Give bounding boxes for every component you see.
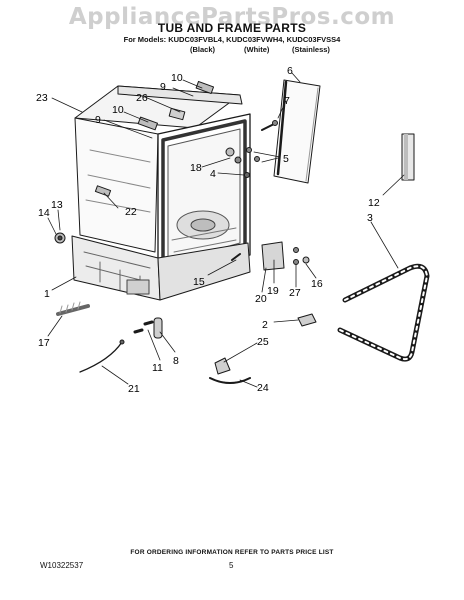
callout-21: 21 [128,383,140,395]
top-gasket-strip [273,79,321,184]
callout-2: 2 [262,319,268,331]
top-clip-right [195,80,215,94]
callout-12: 12 [368,197,380,209]
side-clip-22 [94,185,112,197]
callout-22: 22 [125,206,137,218]
tub-assembly [71,80,251,301]
callout-26: 26 [136,92,148,104]
callout-25: 25 [257,336,269,348]
callout-23: 23 [36,92,48,104]
callout-8: 8 [173,355,179,367]
tub-sump-inner [190,218,216,232]
ordering-note: FOR ORDERING INFORMATION REFER TO PARTS … [130,549,334,556]
callout-17: 17 [38,337,50,349]
callout-5: 5 [283,153,289,165]
page-number: 5 [229,561,234,570]
finish-stainless-label: (Stainless) [292,45,330,54]
callout-19: 19 [267,285,279,297]
leader-lines [47,72,405,388]
callout-13: 13 [51,199,63,211]
callout-11: 11 [152,362,163,374]
callout-10: 10 [171,72,183,84]
callout-24: 24 [257,382,269,394]
model-list: For Models: KUDC03FVBL4, KUDC03FVWH4, KU… [123,35,341,44]
callout-10: 10 [112,104,124,116]
base-leg-bracket [126,279,150,295]
callout-9: 9 [95,114,101,126]
base-frame-details [83,251,151,296]
callout-18: 18 [190,162,202,174]
vent-cover [401,133,415,181]
hardware-parts [54,120,317,384]
tub-rear-flange [117,85,243,105]
callout-15: 15 [193,276,205,288]
tub-side-ribs [85,149,151,213]
callout-7: 7 [284,95,290,107]
callout-3: 3 [367,212,373,224]
page-title: TUB AND FRAME PARTS [157,21,307,35]
document-number: W10322537 [40,561,84,570]
door-gasket [337,263,430,362]
watermark: AppliancePartsPros.com [68,4,396,30]
callout-20: 20 [255,293,267,305]
callout-numbers: 23 26 10 9 10 9 6 7 5 18 4 13 14 22 12 3… [36,65,380,395]
callout-14: 14 [38,207,50,219]
top-bracket-26 [168,107,186,121]
callout-9: 9 [160,81,166,93]
tub-floor-lines [171,227,237,253]
finish-white-label: (White) [244,45,270,54]
base-frame-front [157,242,251,301]
callout-1: 1 [44,288,50,300]
callout-6: 6 [287,65,293,77]
finish-black-label: (Black) [190,45,216,54]
tub-left-side-panel [74,117,159,253]
callout-4: 4 [210,168,216,180]
callout-16: 16 [311,278,323,290]
callout-27: 27 [289,287,301,299]
